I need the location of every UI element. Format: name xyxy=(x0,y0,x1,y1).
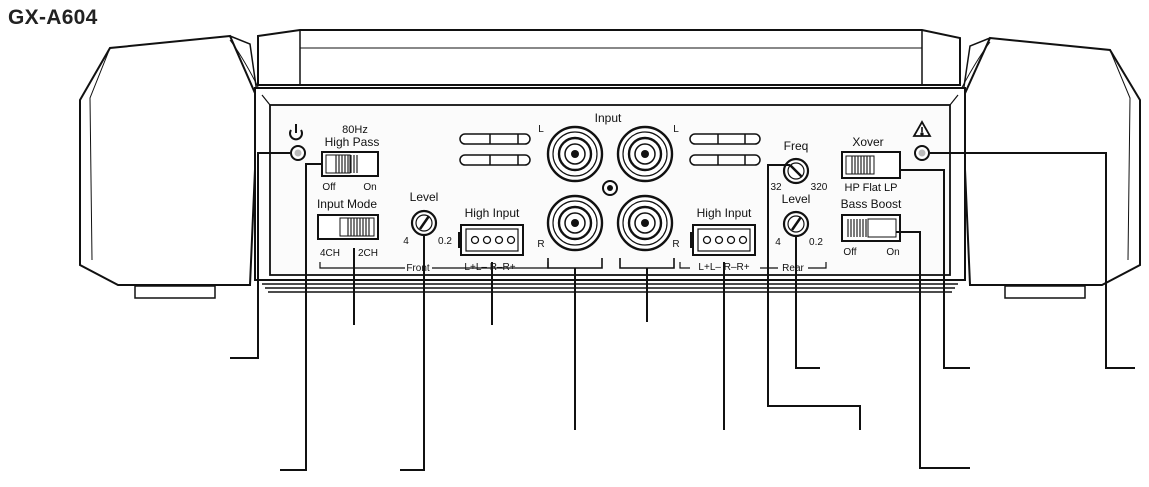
power-led-group xyxy=(289,124,306,161)
right-heatsink xyxy=(960,36,1141,286)
rca-jack-front-l[interactable] xyxy=(546,125,604,183)
right-foot xyxy=(1004,285,1086,299)
bottom-grooves xyxy=(262,283,958,293)
front-slots xyxy=(459,133,531,166)
rear-level-max: 0.2 xyxy=(809,237,823,248)
rear-level-label: Level xyxy=(782,192,811,206)
amplifier-body xyxy=(79,29,1141,299)
front-level-min: 4 xyxy=(403,236,409,247)
bb-on-label: On xyxy=(886,247,899,258)
rca-jack-front-r[interactable] xyxy=(546,194,604,252)
rear-slots xyxy=(689,133,761,166)
hpf-on-label: On xyxy=(363,182,376,193)
left-heatsink xyxy=(79,34,260,286)
hpf-off-label: Off xyxy=(322,182,335,193)
rear-label: Rear xyxy=(782,263,804,274)
bass-boost-switch[interactable] xyxy=(841,214,901,242)
rear-high-input-connector[interactable] xyxy=(690,224,756,256)
model-title: GX-A604 xyxy=(8,6,98,29)
freq-max: 320 xyxy=(811,182,828,193)
warning-icon xyxy=(912,120,932,137)
xover-options: HP Flat LP xyxy=(845,182,898,194)
input-mode-label: Input Mode xyxy=(317,197,377,211)
freq-label: Freq xyxy=(784,139,809,153)
front-high-input-label: High Input xyxy=(465,206,520,220)
input-label: Input xyxy=(595,111,622,125)
front-level-knob[interactable] xyxy=(410,209,438,237)
freq-knob[interactable] xyxy=(782,157,810,185)
rca-jack-rear-l[interactable] xyxy=(616,125,674,183)
input-mode-switch[interactable] xyxy=(317,214,379,240)
bass-boost-label: Bass Boost xyxy=(841,197,902,211)
hpf-switch[interactable] xyxy=(321,151,379,177)
rca-jack-rear-r[interactable] xyxy=(616,194,674,252)
rear-level-min: 4 xyxy=(775,237,781,248)
mode-4ch-label: 4CH xyxy=(320,248,340,259)
rear-high-input-label: High Input xyxy=(697,206,752,220)
front-label: Front xyxy=(406,263,430,274)
left-foot xyxy=(134,285,216,299)
front-high-input-connector[interactable] xyxy=(458,224,524,256)
xover-label: Xover xyxy=(852,135,883,149)
input-r-label-2: R xyxy=(672,239,679,250)
power-icon xyxy=(289,124,303,141)
front-level-label: Level xyxy=(410,190,439,204)
hpf-label: 80Hz xyxy=(342,124,368,136)
ground-screw xyxy=(602,180,618,196)
rear-level-knob[interactable] xyxy=(782,210,810,238)
input-l-label-1: L xyxy=(538,124,544,135)
input-l-label-2: L xyxy=(673,124,679,135)
leader-lines xyxy=(230,152,1135,471)
bb-off-label: Off xyxy=(843,247,856,258)
xover-switch[interactable] xyxy=(841,151,901,179)
hpf-label-2: High Pass xyxy=(325,135,380,149)
front-level-max: 0.2 xyxy=(438,236,452,247)
top-bar xyxy=(257,29,961,86)
mode-2ch-label: 2CH xyxy=(358,248,378,259)
freq-min: 32 xyxy=(770,182,782,193)
input-r-label-1: R xyxy=(537,239,544,250)
